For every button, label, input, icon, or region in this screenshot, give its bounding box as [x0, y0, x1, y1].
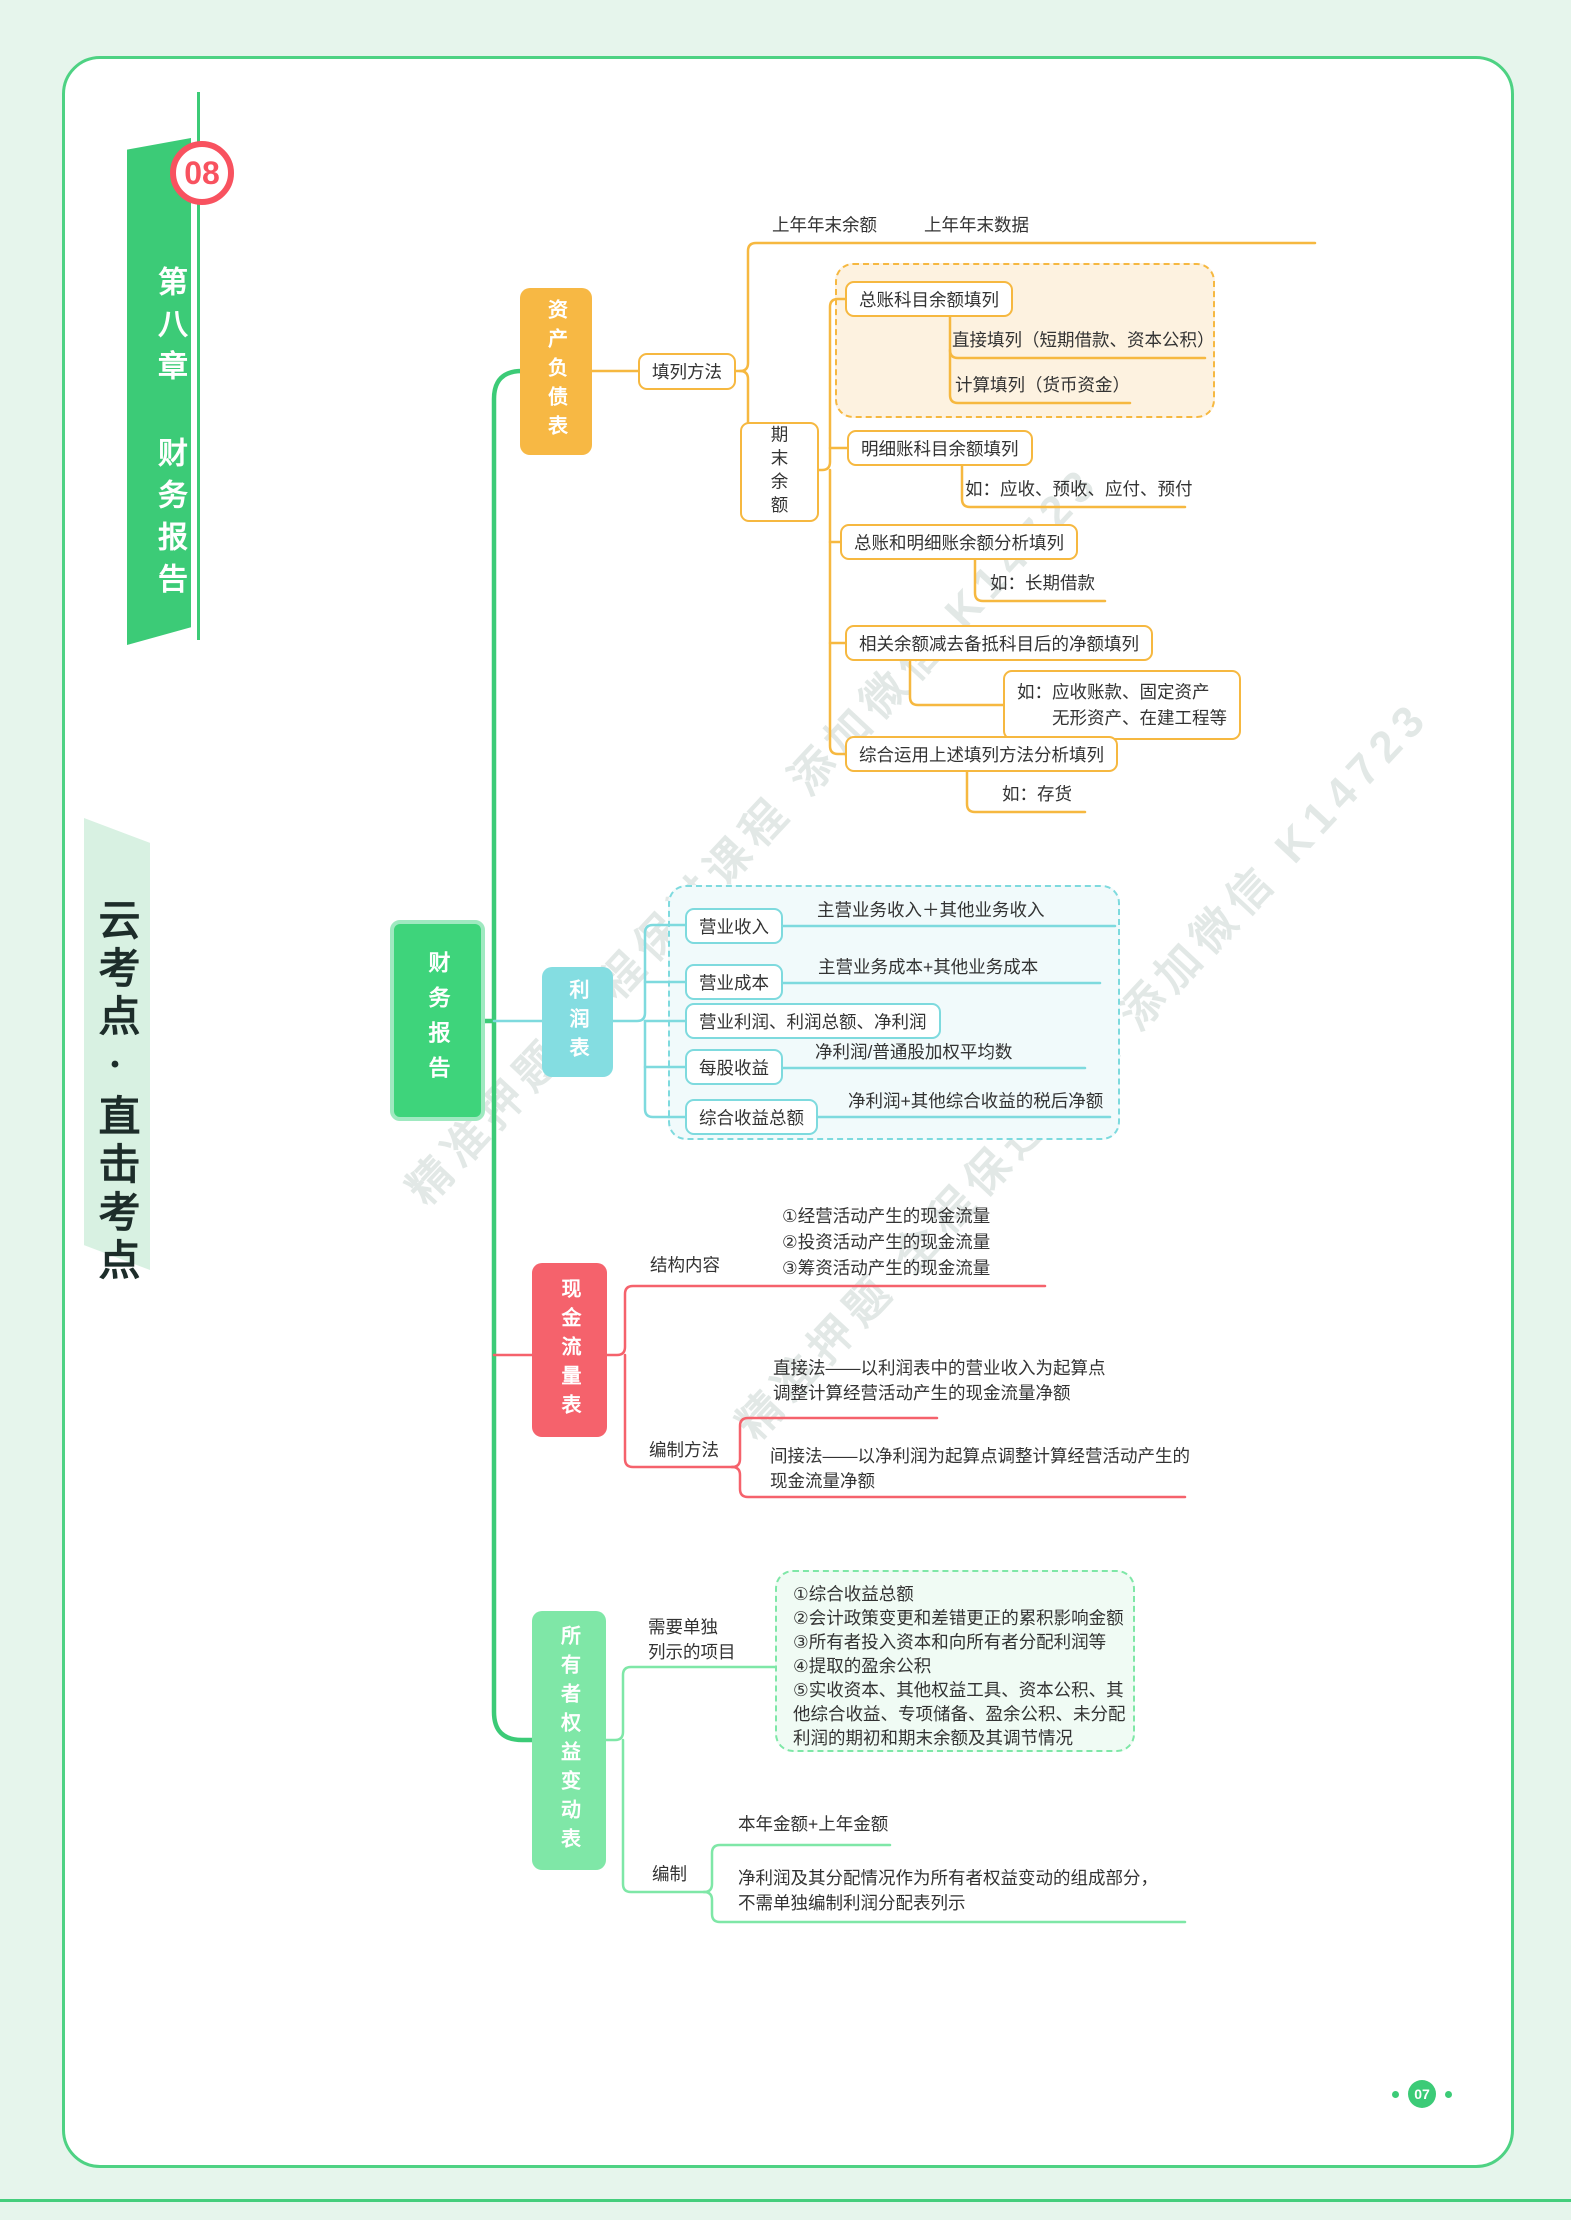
slogan-text: 云考点·直击考点 [92, 898, 138, 1286]
profit-node: 营业利润、利润总额、净利润 [685, 1003, 941, 1039]
net-amount-example-label: 如：应收账款、固定资产 无形资产、在建工程等 [1017, 682, 1227, 728]
income-statement-node: 利润表 [542, 967, 613, 1077]
amount-columns-label: 本年金额+上年金额 [738, 1814, 889, 1834]
compile-label: 编制 [652, 1864, 687, 1884]
balance-sheet-node: 资产负债表 [520, 288, 592, 455]
cost-label: 营业成本 [699, 972, 769, 993]
subledger-node: 明细账科目余额填列 [847, 430, 1033, 466]
combined-method-node: 综合运用上述填列方法分析填列 [845, 736, 1118, 772]
bottom-divider [0, 2199, 1571, 2202]
balance-sheet-label: 资产负债表 [544, 299, 567, 444]
page-number-dot [1445, 2090, 1452, 2098]
subledger-example-label: 如：应收、预收、应付、预付 [965, 479, 1193, 499]
fill-method-label: 填列方法 [652, 362, 722, 382]
revenue-node: 营业收入 [685, 908, 783, 944]
page-number: 07 [1392, 2080, 1452, 2108]
separate-items-label: 需要单独 列示的项目 [648, 1617, 736, 1662]
ledger-analysis-label: 总账和明细账余额分析填列 [854, 532, 1064, 553]
revenue-formula-label: 主营业务收入＋其他业务收入 [817, 900, 1045, 920]
page-number-value: 07 [1408, 2080, 1436, 2108]
general-ledger-label: 总账科目余额填列 [859, 289, 999, 310]
ending-balance-label: 期末余额 [769, 425, 789, 519]
equity-items-group [775, 1570, 1135, 1752]
eps-label: 每股收益 [699, 1057, 769, 1078]
cash-flow-label: 现金流量表 [558, 1277, 580, 1423]
slogan-ribbon [84, 818, 150, 1270]
fill-method-node: 填列方法 [638, 353, 736, 390]
prev-year-data-label: 上年年末数据 [924, 215, 1029, 235]
combined-method-example-label: 如：存货 [1002, 784, 1072, 804]
indirect-method-label: 间接法——以净利润为起算点调整计算经营活动产生的 现金流量净额 [770, 1446, 1190, 1491]
root-node-label: 财务报告 [425, 950, 451, 1091]
combined-method-label: 综合运用上述填列方法分析填列 [859, 744, 1104, 765]
chapter-number-badge: 08 [170, 141, 234, 205]
chapter-title: 第八章 财务报告 [153, 265, 186, 605]
direct-method-label: 直接法——以利润表中的营业收入为起算点 调整计算经营活动产生的现金流量净额 [773, 1358, 1106, 1403]
owners-equity-node: 所有者权益变动表 [532, 1611, 606, 1870]
separate-items-list: ①综合收益总额 ②会计政策变更和差错更正的累积影响金额 ③所有者投入资本和向所有… [793, 1584, 1126, 1748]
comprehensive-income-formula-label: 净利润+其他综合收益的税后净额 [848, 1091, 1104, 1111]
general-ledger-node: 总账科目余额填列 [845, 281, 1013, 317]
net-amount-node: 相关余额减去备抵科目后的净额填列 [845, 625, 1153, 661]
structure-content-list: ①经营活动产生的现金流量 ②投资活动产生的现金流量 ③筹资活动产生的现金流量 [782, 1206, 991, 1278]
comprehensive-income-label: 综合收益总额 [699, 1107, 804, 1128]
net-amount-example-node: 如：应收账款、固定资产 无形资产、在建工程等 [1003, 670, 1241, 740]
ledger-analysis-node: 总账和明细账余额分析填列 [840, 524, 1078, 560]
calc-fill-label: 计算填列（货币资金） [955, 375, 1130, 395]
chapter-ribbon [127, 138, 191, 645]
ledger-analysis-example-label: 如：长期借款 [990, 573, 1095, 593]
root-node: 财务报告 [390, 920, 485, 1121]
prepare-method-label: 编制方法 [649, 1440, 719, 1460]
prev-year-balance-label: 上年年末余额 [772, 215, 877, 235]
net-profit-note-label: 净利润及其分配情况作为所有者权益变动的组成部分， 不需单独编制利润分配表列示 [738, 1868, 1158, 1913]
net-amount-label: 相关余额减去备抵科目后的净额填列 [859, 633, 1139, 654]
cost-node: 营业成本 [685, 964, 783, 1000]
subledger-label: 明细账科目余额填列 [861, 438, 1019, 459]
cost-formula-label: 主营业务成本+其他业务成本 [818, 957, 1039, 977]
structure-content-label: 结构内容 [650, 1255, 720, 1275]
comprehensive-income-node: 综合收益总额 [685, 1099, 818, 1135]
owners-equity-label: 所有者权益变动表 [557, 1624, 580, 1857]
eps-formula-label: 净利润/普通股加权平均数 [815, 1042, 1013, 1062]
ending-balance-node: 期末余额 [740, 422, 819, 522]
cash-flow-node: 现金流量表 [532, 1263, 607, 1437]
page-number-dot [1392, 2090, 1399, 2098]
eps-node: 每股收益 [685, 1049, 783, 1085]
income-statement-label: 利润表 [566, 978, 588, 1066]
revenue-label: 营业收入 [699, 916, 769, 937]
ribbon-accent-line [197, 92, 200, 640]
direct-fill-label: 直接填列（短期借款、资本公积） [952, 330, 1215, 350]
profit-label: 营业利润、利润总额、净利润 [699, 1011, 927, 1032]
